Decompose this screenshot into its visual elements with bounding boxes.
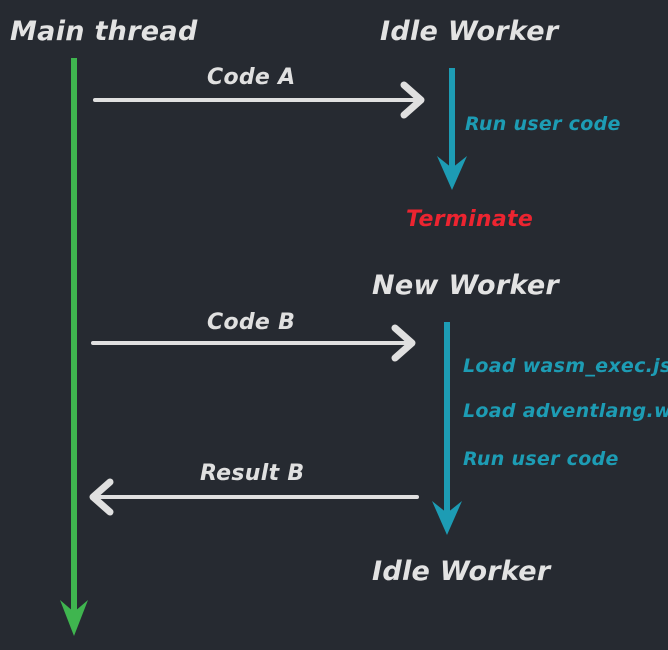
worker-note-load-adventlang-wasm: Load adventlang.wasm <box>463 400 668 422</box>
terminate-annotation: Terminate <box>406 207 534 232</box>
idle-worker-bottom-heading: Idle Worker <box>372 556 551 587</box>
message-arrow-code-a <box>93 81 425 119</box>
idle-worker-top-heading: Idle Worker <box>380 16 559 47</box>
main-thread-arrowhead <box>60 600 88 636</box>
worker-note-run-user-code-1: Run user code <box>465 113 621 135</box>
message-label-code-b: Code B <box>207 310 296 335</box>
main-thread-title: Main thread <box>10 16 198 47</box>
worker-activation-bar-1 <box>437 68 467 190</box>
worker-note-run-user-code-2: Run user code <box>463 448 619 470</box>
worker-note-load-wasm-exec: Load wasm_exec.js <box>463 355 668 377</box>
message-label-result-b: Result B <box>200 461 305 486</box>
worker-activation-bar-2 <box>432 322 462 535</box>
worker-bar-2-arrowhead <box>432 501 462 535</box>
message-arrow-code-b <box>91 324 416 362</box>
message-label-code-a: Code A <box>207 65 296 90</box>
new-worker-heading: New Worker <box>372 270 560 301</box>
main-thread-lifeline <box>60 58 88 636</box>
message-arrow-result-b <box>89 478 419 516</box>
message-code-a-arrowhead <box>400 81 425 119</box>
message-code-b-arrowhead <box>391 324 416 362</box>
message-result-b-arrowhead <box>89 478 114 516</box>
worker-bar-1-arrowhead <box>437 156 467 190</box>
